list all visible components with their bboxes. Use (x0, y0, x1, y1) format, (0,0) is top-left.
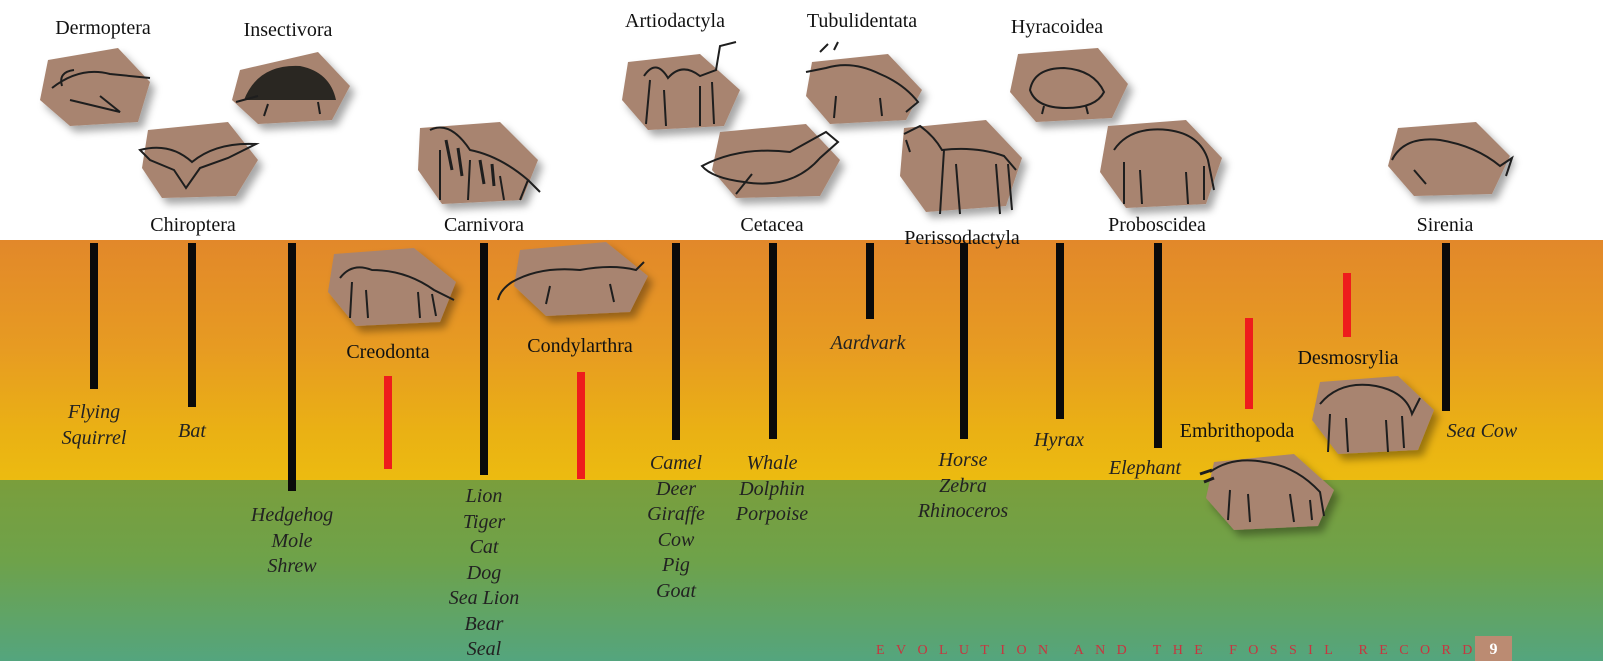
page-number: 9 (1475, 636, 1512, 661)
common-names-carnivora: Lion Tiger Cat Dog Sea Lion Bear Seal (449, 484, 520, 663)
common-name: Aardvark (831, 331, 906, 357)
common-names-dermoptera: Flying Squirrel (62, 400, 127, 451)
common-names-chiroptera: Bat (178, 419, 206, 445)
horse-fossil-icon (900, 120, 1022, 214)
creodont-fossil-icon (328, 248, 456, 326)
common-names-tubulidentata: Aardvark (831, 331, 906, 357)
condylarth-fossil-icon (498, 242, 648, 316)
common-name: Bat (178, 419, 206, 445)
hyrax-fossil-icon (1010, 48, 1128, 122)
common-name: Horse (918, 448, 1008, 474)
common-name: Cow (647, 528, 705, 554)
common-names-perissodactyla: Horse Zebra Rhinoceros (918, 448, 1008, 525)
common-name: Lion (449, 484, 520, 510)
common-name: Deer (647, 477, 705, 503)
common-name: Hyrax (1034, 428, 1084, 454)
order-label-artiodactyla: Artiodactyla (625, 10, 725, 32)
common-name: Rhinoceros (918, 499, 1008, 525)
common-name: Flying (62, 400, 127, 426)
common-names-proboscidea: Elephant (1109, 456, 1181, 482)
common-name: Porpoise (736, 502, 808, 528)
common-name: Hedgehog (251, 503, 333, 529)
aardvark-fossil-icon (806, 42, 922, 124)
common-name: Whale (736, 451, 808, 477)
common-name: Sea Cow (1447, 419, 1518, 445)
common-name: Mole (251, 529, 333, 555)
order-label-dermoptera: Dermoptera (55, 17, 151, 39)
common-name: Cat (449, 535, 520, 561)
common-name: Dolphin (736, 477, 808, 503)
common-name: Goat (647, 579, 705, 605)
common-names-cetacea: Whale Dolphin Porpoise (736, 451, 808, 528)
order-label-condylarthra: Condylarthra (527, 335, 633, 357)
order-label-desmosrylia: Desmosrylia (1297, 347, 1398, 369)
order-label-hyracoidea: Hyracoidea (1011, 16, 1103, 38)
common-names-artiodactyla: Camel Deer Giraffe Cow Pig Goat (647, 451, 705, 604)
order-label-perissodactyla: Perissodactyla (904, 227, 1020, 249)
desmostylian-fossil-icon (1312, 376, 1434, 454)
order-label-tubulidentata: Tubulidentata (807, 10, 917, 32)
order-label-carnivora: Carnivora (444, 214, 524, 236)
colugo-fossil-icon (40, 48, 150, 126)
bat-fossil-icon (140, 122, 258, 198)
elephant-fossil-icon (1100, 120, 1222, 208)
common-name: Seal (449, 637, 520, 663)
common-name: Bear (449, 612, 520, 638)
hedgehog-fossil-icon (232, 52, 350, 124)
order-label-cetacea: Cetacea (740, 214, 803, 236)
common-names-hyracoidea: Hyrax (1034, 428, 1084, 454)
order-label-sirenia: Sirenia (1417, 214, 1474, 236)
common-names-insectivora: Hedgehog Mole Shrew (251, 503, 333, 580)
order-label-chiroptera: Chiroptera (150, 214, 236, 236)
common-name: Shrew (251, 554, 333, 580)
common-name: Elephant (1109, 456, 1181, 482)
common-name: Squirrel (62, 426, 127, 452)
tiger-fossil-icon (418, 122, 540, 204)
running-footer-title: EVOLUTION AND THE FOSSIL RECORD (876, 641, 1484, 661)
embrithopod-fossil-icon (1200, 454, 1334, 530)
order-label-embrithopoda: Embrithopoda (1180, 420, 1294, 442)
order-label-proboscidea: Proboscidea (1108, 214, 1206, 236)
common-name: Giraffe (647, 502, 705, 528)
order-label-creodonta: Creodonta (346, 341, 429, 363)
common-name: Pig (647, 553, 705, 579)
whale-fossil-icon (702, 124, 840, 198)
common-names-sirenia: Sea Cow (1447, 419, 1518, 445)
camel-fossil-icon (622, 42, 740, 130)
common-name: Camel (647, 451, 705, 477)
common-name: Zebra (918, 474, 1008, 500)
common-name: Dog (449, 561, 520, 587)
sea-cow-fossil-icon (1388, 122, 1512, 196)
common-name: Sea Lion (449, 586, 520, 612)
common-name: Tiger (449, 510, 520, 536)
order-label-insectivora: Insectivora (244, 19, 333, 41)
